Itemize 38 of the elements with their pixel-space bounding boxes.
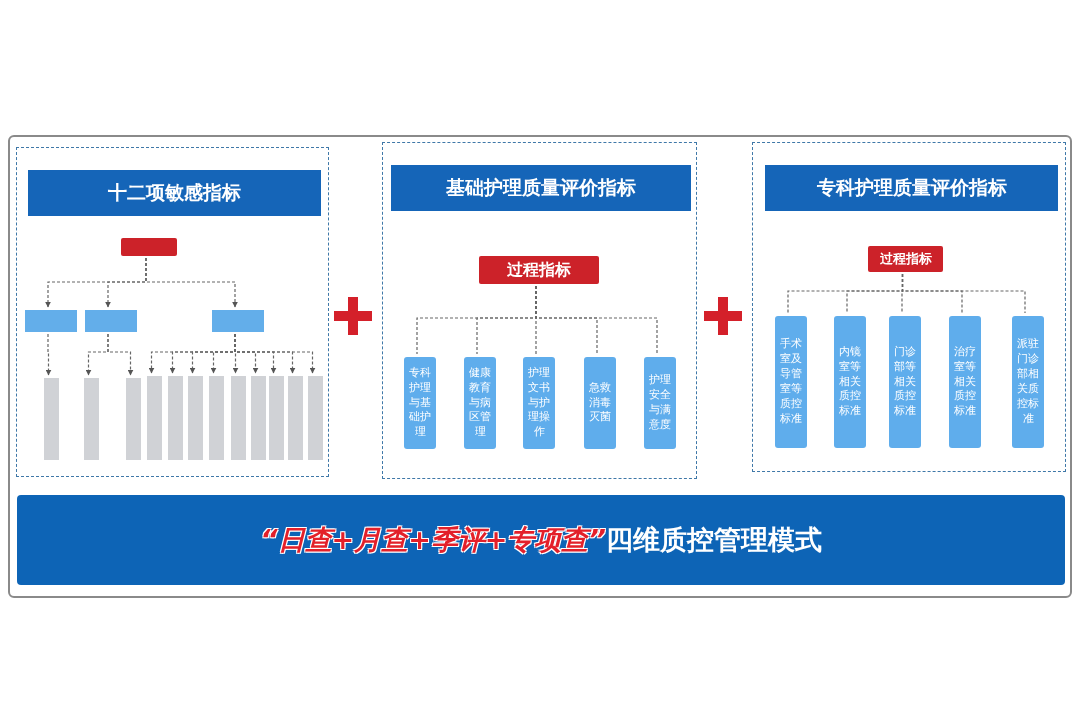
- indicator-box: [147, 376, 162, 460]
- indicator-box: 内镜室等相关质控标准: [834, 316, 866, 448]
- banner-text: 四维质控管理模式: [605, 523, 822, 557]
- outer-frame: [8, 135, 1072, 598]
- dashed-panel: [16, 147, 329, 477]
- category-box: 过程指标: [868, 246, 943, 272]
- indicator-box: 护理文书与护理操作: [523, 357, 555, 449]
- category-box: [212, 310, 264, 332]
- category-box: [85, 310, 137, 332]
- indicator-box: [44, 378, 59, 460]
- indicator-box: 门诊部等相关质控标准: [889, 316, 921, 448]
- indicator-box: [288, 376, 303, 460]
- indicator-box: 专科护理与基础护理: [404, 357, 436, 449]
- indicator-box: [209, 376, 224, 460]
- panel-heading: 基础护理质量评价指标: [391, 165, 691, 211]
- dashed-panel: [382, 142, 697, 479]
- indicator-box: [168, 376, 183, 460]
- indicator-box: [84, 378, 99, 460]
- indicator-box: 派驻门诊部相关质控标准: [1012, 316, 1044, 448]
- indicator-box: 治疗室等相关质控标准: [949, 316, 981, 448]
- root-box: [121, 238, 177, 256]
- indicator-box: 手术室及导管室等质控标准: [775, 316, 807, 448]
- indicator-box: [269, 376, 284, 460]
- panel-heading: 专科护理质量评价指标: [765, 165, 1058, 211]
- indicator-box: [126, 378, 141, 460]
- indicator-box: [251, 376, 266, 460]
- indicator-box: [308, 376, 323, 460]
- indicator-box: 急救消毒灭菌: [584, 357, 616, 449]
- indicator-box: 护理安全与满意度: [644, 357, 676, 449]
- dashed-panel: [752, 142, 1066, 472]
- indicator-box: [231, 376, 246, 460]
- category-box: 过程指标: [479, 256, 599, 284]
- panel-heading: 十二项敏感指标: [28, 170, 321, 216]
- banner: [17, 495, 1065, 585]
- indicator-box: 健康教育与病区管理: [464, 357, 496, 449]
- indicator-box: [188, 376, 203, 460]
- highlighted-text: “日查+月查+季评+专项查”: [260, 523, 606, 557]
- category-box: [25, 310, 77, 332]
